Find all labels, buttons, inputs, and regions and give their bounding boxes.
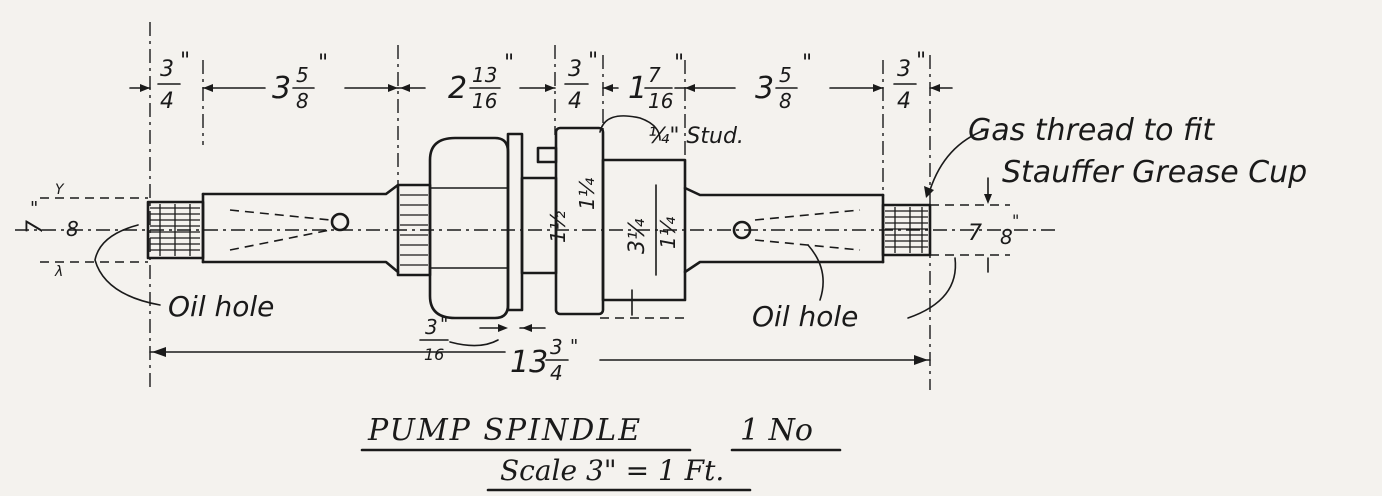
top-dimension-lines (129, 84, 953, 92)
svg-text:¼" Stud.: ¼" Stud. (648, 124, 744, 149)
spindle-body (146, 126, 932, 320)
svg-text:16: 16 (424, 345, 444, 364)
svg-text:Y: Y (55, 182, 65, 198)
dim-d1: 3 4 " (157, 49, 190, 114)
svg-text:4: 4 (160, 89, 174, 114)
svg-text:16: 16 (472, 89, 497, 113)
svg-text:8: 8 (66, 217, 79, 241)
center-dia-b: 1¼ (575, 177, 599, 210)
oil-hole-right-callout: Oil hole (752, 244, 957, 333)
left-diameter-dim: Y λ 7 " 8 (23, 182, 148, 280)
svg-text:": " (30, 198, 38, 219)
svg-text:16: 16 (648, 89, 673, 113)
drawing-title: PUMP SPINDLE (367, 413, 642, 448)
svg-text:3: 3 (550, 335, 563, 359)
svg-text:": " (588, 49, 598, 74)
dim-overall: 13 3 4 " (149, 335, 931, 385)
dim-d2: 3 5 8 " (272, 51, 328, 113)
extension-lines (149, 22, 931, 390)
left-thread-hatch (150, 204, 200, 256)
svg-text:8: 8 (779, 89, 792, 113)
quantity-label: 1 No (740, 413, 813, 448)
oil-hole-left-callout: Oil hole (94, 224, 274, 323)
svg-text:5: 5 (296, 63, 309, 87)
svg-text:3: 3 (897, 57, 911, 82)
svg-text:8: 8 (296, 89, 309, 113)
svg-text:3: 3 (568, 57, 582, 82)
svg-text:3: 3 (160, 57, 174, 82)
svg-text:": " (674, 51, 684, 76)
gas-thread-callout: Gas thread to fit Stauffer Grease Cup (924, 113, 1307, 198)
left-oil-hole (330, 212, 350, 232)
svg-text:3: 3 (425, 315, 438, 339)
svg-text:7: 7 (23, 220, 48, 234)
svg-text:5: 5 (779, 63, 792, 87)
svg-text:4: 4 (568, 89, 582, 114)
svg-text:": " (802, 51, 812, 76)
svg-text:": " (180, 49, 190, 74)
svg-text:": " (318, 51, 328, 76)
center-dia-d: 1¼ (656, 216, 680, 249)
right-oil-hole (732, 220, 752, 240)
svg-text:": " (440, 314, 448, 335)
svg-text:3: 3 (755, 71, 774, 106)
svg-text:": " (504, 51, 514, 76)
right-diameter-dim: 7 8 " (930, 177, 1019, 273)
svg-text:2: 2 (448, 71, 467, 106)
svg-text:Oil hole: Oil hole (752, 300, 858, 333)
svg-text:": " (916, 49, 926, 74)
svg-text:13: 13 (472, 63, 497, 87)
svg-text:8: 8 (1000, 225, 1013, 249)
dim-d4: 3 4 " (564, 49, 598, 114)
svg-text:Oil hole: Oil hole (168, 290, 274, 323)
title-block: PUMP SPINDLE 1 No Scale 3" = 1 Ft. (360, 413, 842, 492)
svg-text:7: 7 (968, 221, 982, 246)
svg-text:13: 13 (510, 345, 548, 380)
svg-text:": " (1012, 211, 1019, 230)
right-thread-hatch (885, 207, 928, 253)
svg-text:": " (570, 336, 578, 357)
hex-nut (428, 136, 510, 320)
stud-callout: ¼" Stud. (599, 115, 744, 149)
washer (506, 132, 524, 312)
dim-d7: 3 4 " (893, 49, 926, 114)
svg-text:Gas thread to fit: Gas thread to fit (968, 113, 1215, 148)
center-dia-c: 3¼ (625, 218, 650, 254)
dim-d6: 3 5 8 " (755, 51, 812, 113)
svg-text:4: 4 (550, 361, 563, 385)
svg-text:1: 1 (628, 71, 647, 106)
svg-text:Stauffer Grease Cup: Stauffer Grease Cup (1002, 155, 1307, 190)
scale-label: Scale 3" = 1 Ft. (500, 454, 724, 487)
svg-text:3: 3 (272, 71, 291, 106)
center-dia-a: 1½ (546, 210, 570, 243)
svg-text:7: 7 (648, 63, 661, 87)
dim-d3: 2 13 16 " (448, 51, 514, 113)
svg-text:4: 4 (897, 89, 911, 114)
dim-d5: 1 7 16 " (628, 51, 684, 113)
dim-collar: 3 " 16 (419, 314, 546, 364)
svg-text:λ: λ (54, 264, 63, 280)
